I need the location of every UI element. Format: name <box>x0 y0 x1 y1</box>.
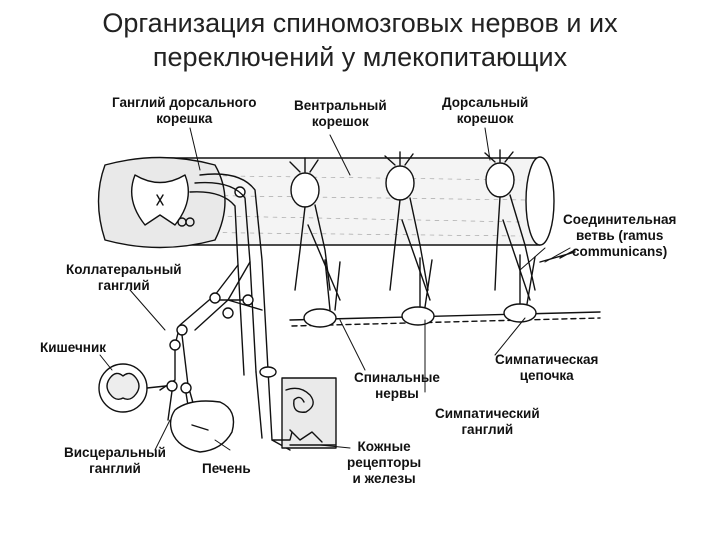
sympathetic-chain <box>289 303 601 328</box>
label-dorsal-root: Дорсальный корешок <box>442 95 529 126</box>
label-collateral-ganglion: Коллатеральный ганглий <box>66 262 182 293</box>
collateral-ganglia <box>159 261 263 411</box>
label-visceral-ganglion: Висцеральный ганглий <box>64 445 166 476</box>
slide-title-line-1: Организация спиномозговых нервов и их <box>102 8 618 38</box>
label-dorsal-root-ganglion: Ганглий дорсального корешка <box>112 95 257 126</box>
liver <box>169 400 235 453</box>
label-intestine: Кишечник <box>40 340 107 355</box>
visceral-ganglion-shape <box>166 380 192 421</box>
slide-title: Организация спиномозговых нервов и их пе… <box>0 6 720 74</box>
intestine <box>98 363 176 413</box>
rami-communicantes <box>324 249 576 311</box>
left-nerve-bundle <box>189 173 291 451</box>
label-ventral-root: Вентральный корешок <box>294 98 387 129</box>
spinal-cord-cross-section <box>97 156 226 249</box>
slide-title-line-2: переключений у млекопитающих <box>152 42 568 72</box>
label-liver: Печень <box>202 461 251 476</box>
label-skin-receptors: Кожные рецепторы и железы <box>347 439 422 486</box>
dorsal-root-ganglia <box>234 149 515 208</box>
label-sympathetic-ganglion: Симпатический ганглий <box>435 406 540 437</box>
label-ramus-communicans: Соединительная ветвь (ramus communicans) <box>563 212 677 259</box>
skin-receptor-block <box>271 377 337 449</box>
label-leader-lines <box>99 127 571 451</box>
spinal-cord-cylinder <box>149 156 555 246</box>
label-sympathetic-chain: Симпатическая цепочка <box>495 352 599 383</box>
label-spinal-nerves: Спинальные нервы <box>354 370 440 401</box>
